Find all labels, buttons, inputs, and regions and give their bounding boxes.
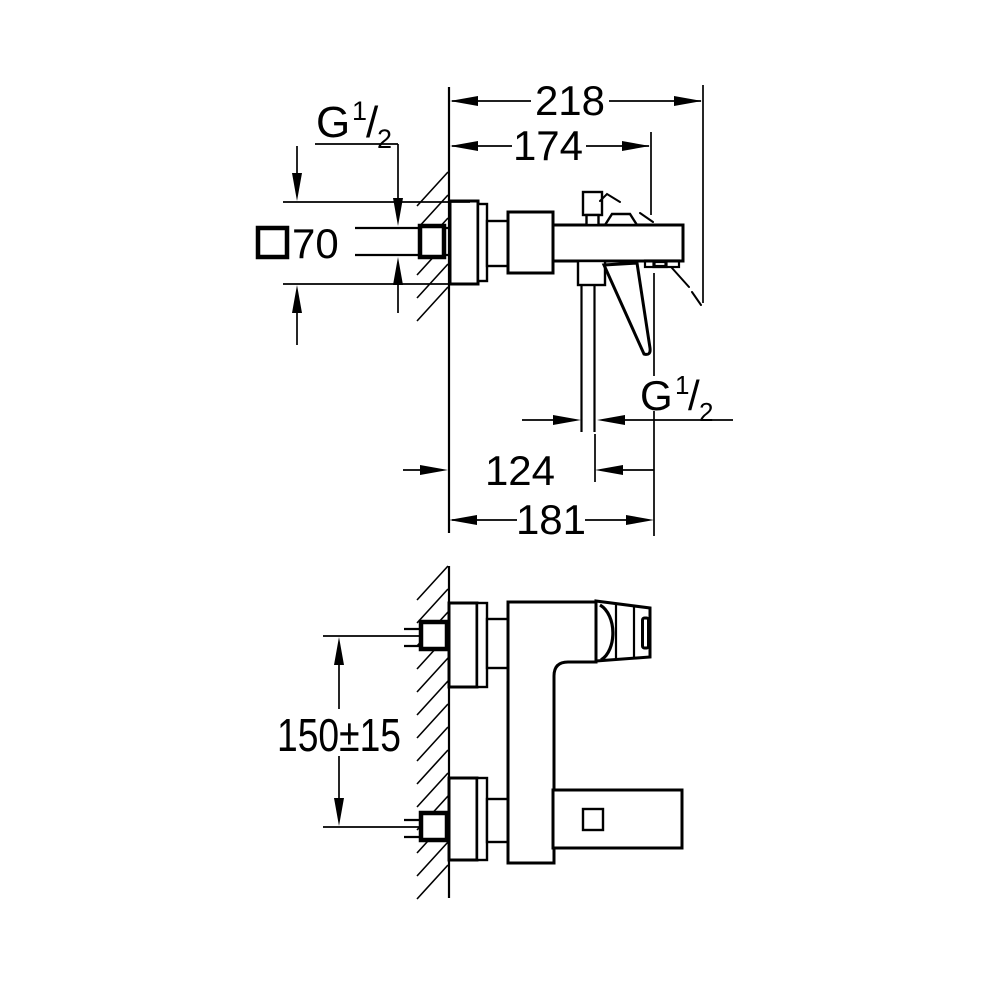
diverter-stem [585, 213, 600, 227]
lever-front-seams [614, 604, 636, 659]
wall-hatch-bottom [416, 565, 449, 900]
dim-124-lines [403, 434, 654, 482]
dim-218-arrowheads [450, 96, 702, 106]
dim-181-lines [452, 273, 655, 536]
mixer-body-side [551, 223, 685, 263]
escutcheon-ring-side [476, 202, 489, 283]
dim-70: 70 [255, 146, 470, 345]
union-nut-side [506, 210, 555, 275]
dim-150: 150±15 [277, 635, 421, 828]
supply-stub-lower [404, 818, 421, 839]
s-union-lower-front [485, 797, 510, 844]
front-view: 150±15 [277, 565, 684, 900]
dim-124: 124 [403, 434, 654, 494]
lever-side [601, 261, 652, 356]
s-union-side [485, 219, 510, 268]
dim-70-label: 70 [292, 220, 339, 267]
dim-70-lines [283, 146, 470, 345]
thread-top-leader [315, 143, 399, 313]
supply-square-lower [418, 810, 450, 843]
dim-124-label: 124 [485, 447, 555, 494]
lever-motion-dashes [599, 192, 702, 306]
mixer-body-front [506, 600, 598, 865]
escutcheon-ring-lower-front [475, 776, 489, 862]
thread-callout-bottom: G 1 / 2 [522, 370, 733, 427]
thread-label-top: G 1 / 2 [316, 96, 392, 154]
aerator [652, 259, 668, 269]
dim-150-lines [323, 635, 421, 828]
hose-nipple-pipe [580, 285, 596, 432]
side-view: 218 174 G 1 / 2 70 [255, 77, 733, 543]
thread-callout-top: G 1 / 2 [315, 96, 403, 313]
dim-218-label: 218 [535, 77, 605, 124]
thread-label-bottom: G 1 / 2 [640, 370, 713, 427]
dim-181-label: 181 [516, 496, 586, 543]
lever-front-slot [641, 616, 650, 650]
dim-218: 218 [450, 77, 704, 303]
lever-front-curve [599, 603, 615, 662]
thread-bottom-arrowheads [553, 415, 625, 425]
dim-181: 181 [449, 273, 655, 543]
escutcheon-upper-front [447, 601, 479, 689]
supply-thread-section [417, 223, 447, 260]
dim-174-label: 174 [513, 122, 583, 169]
square-section-symbol [255, 225, 290, 260]
diverter-knob [581, 190, 604, 217]
hose-connection-block [576, 259, 607, 287]
supply-square-upper [418, 619, 450, 652]
escutcheon-side [448, 199, 480, 286]
dim-150-label: 150±15 [277, 709, 401, 761]
dim-70-arrowheads [292, 173, 302, 313]
dim-174: 174 [450, 122, 652, 215]
s-union-upper-front [485, 617, 510, 670]
escutcheon-ring-upper-front [475, 601, 489, 689]
spout-opening [581, 807, 605, 832]
lever-hinge-cap [602, 212, 640, 227]
escutcheon-lower-front [447, 776, 479, 862]
spout-front [551, 788, 684, 850]
supply-stub-upper [404, 627, 421, 648]
thread-top-arrowheads [393, 198, 403, 285]
